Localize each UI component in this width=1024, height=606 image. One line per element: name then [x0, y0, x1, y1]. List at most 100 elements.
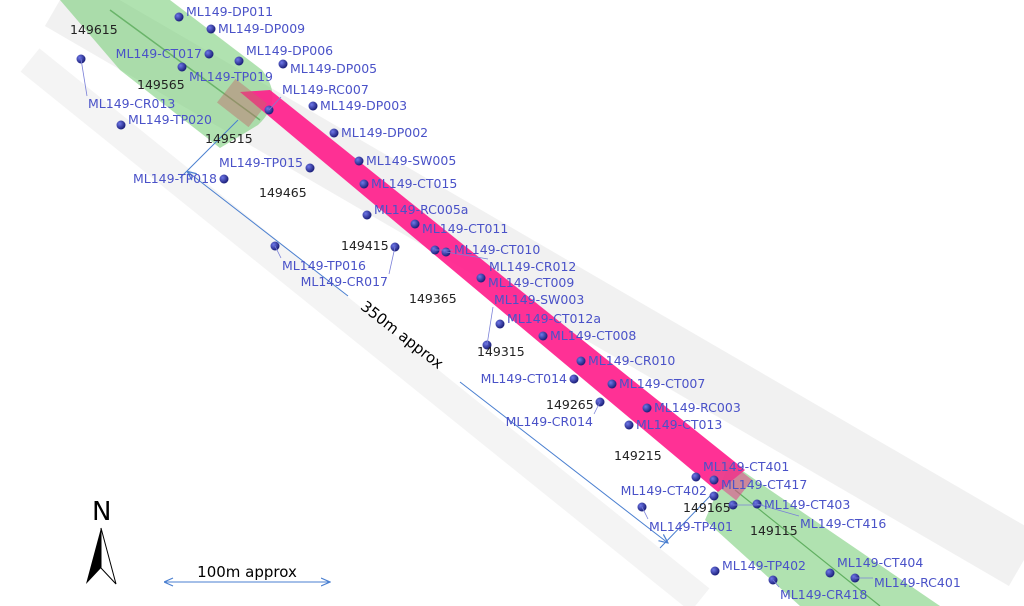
borehole-label[interactable]: ML149-CR014: [506, 414, 593, 429]
borehole-label[interactable]: ML149-TP402: [722, 558, 806, 573]
corridor-south-centreline: [734, 489, 881, 606]
borehole-dot-icon[interactable]: [305, 163, 315, 173]
borehole-dot-icon[interactable]: [362, 210, 372, 220]
borehole-label[interactable]: ML149-TP401: [649, 519, 733, 534]
scale-bar-label: 100m approx: [197, 563, 297, 581]
borehole-label[interactable]: ML149-TP018: [133, 171, 217, 186]
borehole-label[interactable]: ML149-CT017: [116, 46, 202, 61]
borehole-label[interactable]: ML149-CT401: [703, 459, 789, 474]
alignment-band: [240, 90, 745, 492]
borehole-label[interactable]: ML149-RC005a: [374, 202, 468, 217]
borehole-dot-icon[interactable]: [204, 49, 214, 59]
borehole-label[interactable]: ML149-CR418: [780, 587, 867, 602]
borehole-dot-icon[interactable]: [495, 319, 505, 329]
borehole-dot-icon[interactable]: [709, 475, 719, 485]
borehole-dot-icon[interactable]: [476, 273, 486, 283]
chainage-label: 149115: [750, 523, 798, 538]
borehole-dot-icon[interactable]: [825, 568, 835, 578]
borehole-label[interactable]: ML149-DP003: [320, 98, 407, 113]
chainage-label: 149265: [546, 397, 594, 412]
borehole-dot-icon[interactable]: [308, 101, 318, 111]
borehole-label[interactable]: ML149-TP015: [219, 155, 303, 170]
borehole-label[interactable]: ML149-CR017: [301, 274, 388, 289]
chainage-label: 149615: [70, 22, 118, 37]
north-label: N: [92, 497, 111, 527]
label-leader-line: [445, 251, 489, 260]
borehole-label[interactable]: ML149-CT013: [636, 417, 722, 432]
borehole-label[interactable]: ML149-SW005: [366, 153, 456, 168]
borehole-label[interactable]: ML149-CR012: [489, 259, 576, 274]
borehole-dot-icon[interactable]: [354, 156, 364, 166]
chainage-label: 149465: [259, 185, 307, 200]
borehole-dot-icon[interactable]: [538, 331, 548, 341]
borehole-dot-icon[interactable]: [359, 179, 369, 189]
borehole-label[interactable]: ML149-CT008: [550, 328, 636, 343]
borehole-label[interactable]: ML149-TP016: [282, 258, 366, 273]
label-leader-line: [80, 58, 88, 97]
label-leaders: [80, 58, 873, 588]
chainage-label: 149165: [683, 500, 731, 515]
borehole-label[interactable]: ML149-TP020: [128, 112, 212, 127]
borehole-label[interactable]: ML149-CT015: [371, 176, 457, 191]
borehole-label[interactable]: ML149-DP005: [290, 61, 377, 76]
borehole-dot-icon[interactable]: [642, 403, 652, 413]
borehole-label[interactable]: ML149-CT012a: [507, 311, 601, 326]
borehole-label[interactable]: ML149-SW003: [494, 292, 584, 307]
borehole-label[interactable]: ML149-CT010: [454, 242, 540, 257]
borehole-dot-icon[interactable]: [329, 128, 339, 138]
borehole-dot-icon[interactable]: [234, 56, 244, 66]
borehole-label[interactable]: ML149-CT417: [721, 477, 807, 492]
borehole-label[interactable]: ML149-CR013: [88, 96, 175, 111]
borehole-label[interactable]: ML149-DP009: [218, 21, 305, 36]
borehole-dot-icon[interactable]: [219, 174, 229, 184]
terrain-band: [20, 48, 710, 606]
chainage-labels: 1496151495651495151494651494151493651493…: [70, 22, 798, 538]
borehole-dot-icon[interactable]: [607, 379, 617, 389]
label-leader-line: [593, 401, 601, 415]
borehole-label[interactable]: ML149-RC007: [282, 82, 369, 97]
borehole-label[interactable]: ML149-CR010: [588, 353, 675, 368]
borehole-dot-icon[interactable]: [624, 420, 634, 430]
borehole-label[interactable]: ML149-DP002: [341, 125, 428, 140]
borehole-dot-icon[interactable]: [278, 59, 288, 69]
borehole-dot-icon[interactable]: [206, 24, 216, 34]
borehole-dot-icon[interactable]: [410, 219, 420, 229]
borehole-label[interactable]: ML149-CT011: [422, 221, 508, 236]
borehole-label[interactable]: ML149-TP019: [189, 69, 273, 84]
chainage-label: 149365: [409, 291, 457, 306]
borehole-label[interactable]: ML149-CT404: [837, 555, 923, 570]
borehole-label[interactable]: ML149-RC003: [654, 400, 741, 415]
borehole-label[interactable]: ML149-CT416: [800, 516, 886, 531]
borehole-label[interactable]: ML149-CT403: [764, 497, 850, 512]
borehole-dot-icon[interactable]: [710, 566, 720, 576]
borehole-label[interactable]: ML149-CT402: [621, 483, 707, 498]
chainage-label: 149515: [205, 131, 253, 146]
label-leader-line: [772, 579, 780, 588]
portal-south: [707, 457, 753, 501]
borehole-dot-icon[interactable]: [691, 472, 701, 482]
corridor-south: [705, 462, 940, 606]
chainage-label: 149215: [614, 448, 662, 463]
chainage-label: 149315: [477, 344, 525, 359]
label-leader-line: [486, 306, 494, 346]
borehole-label[interactable]: ML149-RC401: [874, 575, 961, 590]
borehole-dot-icon[interactable]: [569, 374, 579, 384]
north-arrow-icon: [86, 527, 117, 585]
borehole-dot-icon[interactable]: [177, 62, 187, 72]
dimension-tick-start: [179, 119, 239, 179]
borehole-label[interactable]: ML149-DP006: [246, 43, 333, 58]
borehole-dot-icon[interactable]: [174, 12, 184, 22]
borehole-label[interactable]: ML149-CT014: [481, 371, 567, 386]
borehole-label[interactable]: ML149-CT007: [619, 376, 705, 391]
borehole-dot-icon[interactable]: [576, 356, 586, 366]
borehole-dot-icon[interactable]: [116, 120, 126, 130]
label-leader-line: [388, 246, 396, 275]
dimension-line-a: [188, 172, 349, 297]
corridor-north: [60, 0, 273, 148]
label-leader-line: [268, 96, 282, 111]
label-leader-line: [641, 506, 649, 520]
borehole-label[interactable]: ML149-CT009: [488, 275, 574, 290]
borehole-dot-icon[interactable]: [709, 491, 719, 501]
borehole-label[interactable]: ML149-DP011: [186, 4, 273, 19]
